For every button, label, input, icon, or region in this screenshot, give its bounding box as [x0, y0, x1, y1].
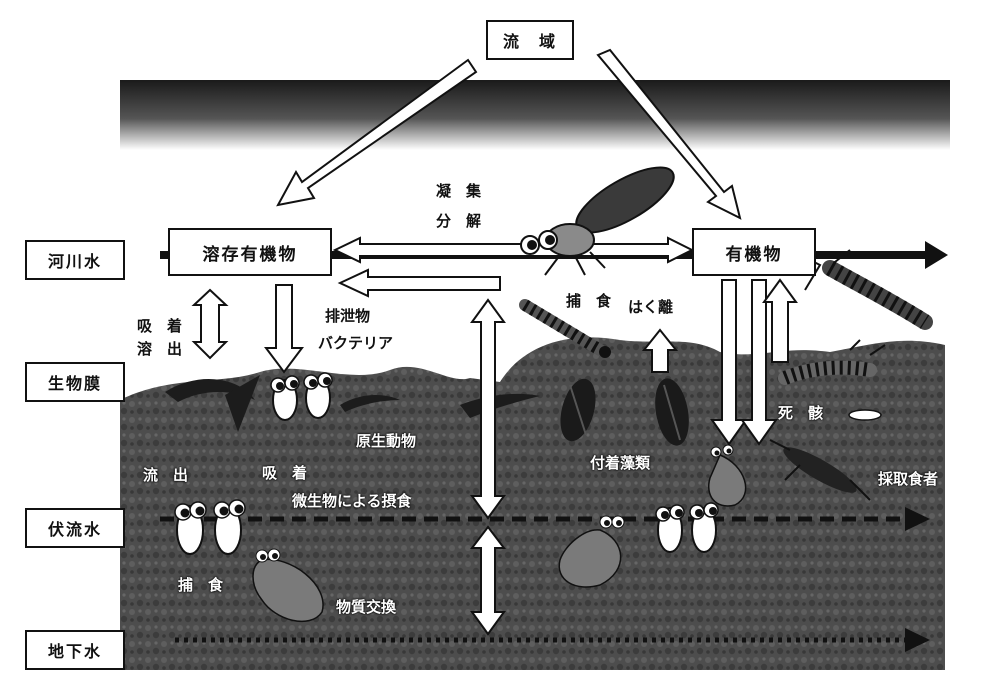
organic-matter-box: 有機物 [692, 228, 816, 276]
label-outflow: 流 出 [143, 466, 189, 484]
label-adsorption-top: 吸 着 [137, 317, 183, 335]
dead-body [848, 409, 882, 421]
label-microbial-feeding: 微生物による摂食 [292, 492, 412, 510]
label-attached-algae: 付着藻類 [590, 454, 651, 472]
attached-algae [560, 378, 689, 446]
arrow-adsorb-dissolve [191, 288, 229, 360]
sky-band [120, 80, 950, 150]
watershed-box: 流 域 [486, 20, 574, 60]
label-groundwater: 地下水 [25, 630, 125, 670]
arrow-detachment-up [641, 328, 679, 373]
protozoa-group-top [270, 372, 333, 421]
label-biofilm: 生物膜 [25, 362, 125, 402]
label-material-exchange: 物質交換 [336, 598, 397, 616]
label-excretion: 排泄物 [325, 307, 371, 325]
arrow-organic-down-1 [710, 279, 748, 446]
arrow-dissolved-down [264, 284, 304, 374]
amoeba-bottom-left [252, 548, 324, 623]
hyporheic-flow-arrowhead [905, 507, 930, 531]
label-protozoa: 原生動物 [356, 432, 417, 450]
biofilm-blade-2 [225, 375, 260, 432]
label-predation-top: 捕 食 [566, 292, 612, 310]
biofilm-blade-3 [340, 395, 400, 412]
amoeba-bottom-center [558, 515, 625, 588]
arrow-watershed-to-organic [596, 48, 742, 220]
amoeba-biofilm [708, 444, 747, 507]
protozoa-group-right [655, 502, 719, 553]
label-adsorption-bottom: 吸 着 [262, 464, 308, 482]
groundwater-flow-arrowhead [905, 628, 930, 652]
label-decomposition: 分 解 [436, 212, 482, 230]
label-dead-bodies: 死 骸 [778, 404, 824, 422]
label-hyporheic-water: 伏流水 [25, 508, 125, 548]
label-dissolution: 溶 出 [137, 340, 183, 358]
label-collectors: 採取食者 [878, 470, 939, 488]
larva-biofilm-right [778, 339, 886, 385]
dissolved-organic-matter-box: 溶存有機物 [168, 228, 332, 276]
arrow-water-biofilm-exchange [470, 298, 506, 520]
label-predation-bottom: 捕 食 [178, 576, 224, 594]
label-detachment: はく離 [628, 298, 674, 316]
arrow-dead-up [762, 278, 798, 363]
label-aggregation: 凝 集 [436, 182, 482, 200]
protozoa-group-left [174, 499, 246, 555]
arrow-watershed-to-dissolved [276, 58, 478, 207]
label-river-water: 河川水 [25, 240, 125, 280]
predator-larva-bottom [769, 439, 871, 501]
biofilm-blade-1 [165, 378, 255, 402]
arrow-excretion-return [337, 268, 501, 298]
arrow-organic-down-2 [740, 279, 778, 446]
larva-center [519, 299, 611, 358]
river-flow-arrowhead [925, 241, 948, 269]
label-bacteria: バクテリア [318, 334, 394, 352]
aquatic-insect-top [520, 166, 675, 276]
larva-right [799, 249, 933, 330]
arrow-biofilm-ground-exchange [469, 525, 507, 636]
